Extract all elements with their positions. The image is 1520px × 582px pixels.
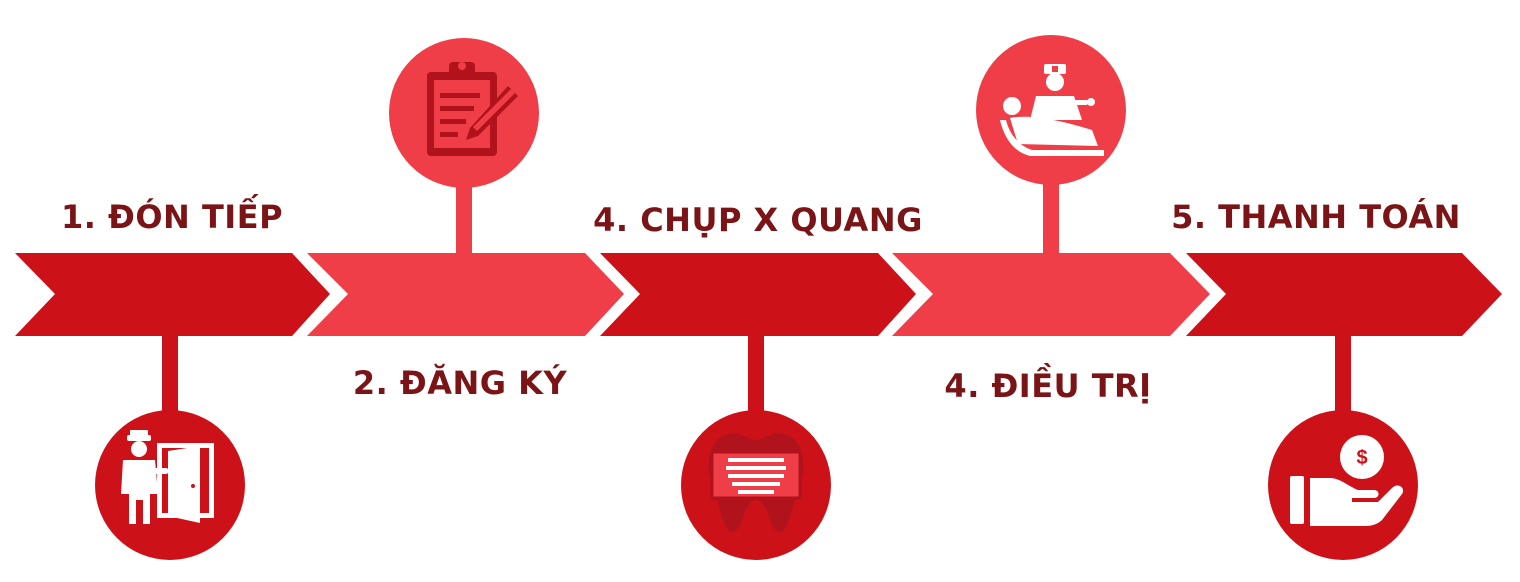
chevron-arrow-3	[600, 253, 916, 336]
step-label-2: 2. ĐĂNG KÝ	[352, 364, 568, 402]
chevron-arrow-5	[1186, 253, 1502, 336]
connector-stem-4	[1043, 180, 1059, 260]
step-label-1: 1. ĐÓN TIẾP	[60, 198, 284, 236]
chevron-arrow-1	[15, 253, 330, 336]
step-label-5: 5. THANH TOÁN	[1171, 198, 1461, 236]
connector-stem-3	[748, 330, 764, 420]
dentist-patient-icon	[1000, 64, 1104, 156]
connector-stem-2	[456, 180, 472, 260]
step-label-4: 4. ĐIỀU TRỊ	[944, 367, 1152, 405]
clipboard-pen-icon	[427, 62, 518, 156]
chevron-arrow-2	[307, 253, 624, 336]
step-label-3: 4. CHỤP X QUANG	[593, 201, 923, 239]
chevron-arrow-4	[892, 253, 1210, 336]
tooth-xray-icon	[708, 433, 804, 533]
connector-stem-1	[162, 330, 178, 420]
connector-stem-5	[1335, 330, 1351, 420]
hand-coin-icon: $	[1290, 435, 1404, 526]
receptionist-door-icon	[121, 430, 214, 524]
svg-text:$: $	[1356, 447, 1367, 469]
